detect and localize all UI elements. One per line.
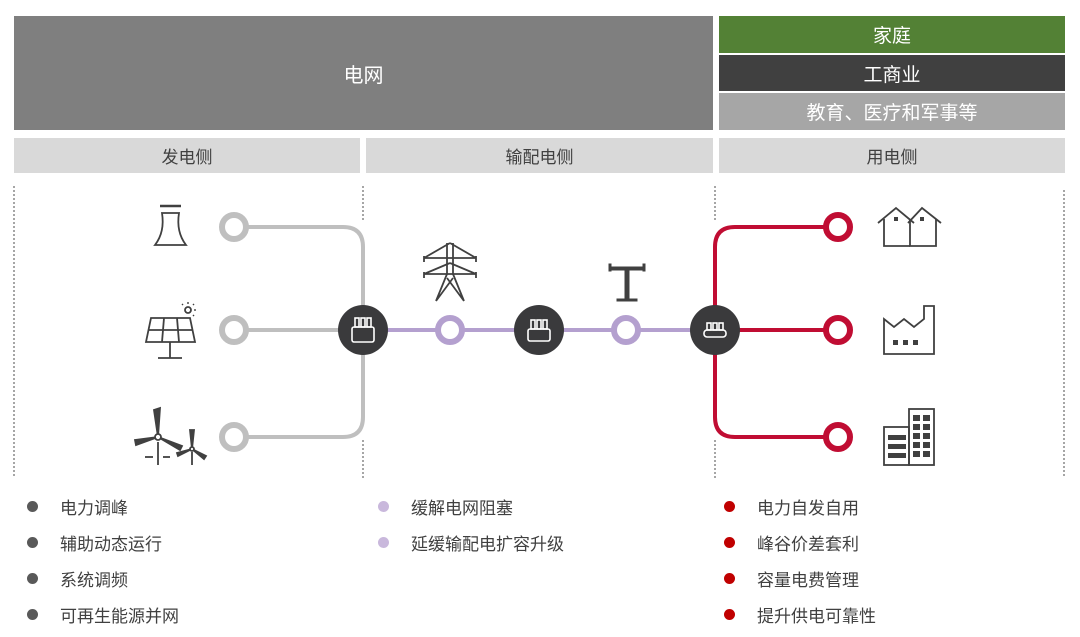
list-item-text: 峰谷价差套利 [757,534,859,555]
houses-icon [877,206,942,247]
transmission-benefits-list: 缓解电网阻塞 延缓输配电扩容升级 [378,488,564,560]
category-home-label: 家庭 [872,25,911,47]
list-item-text: 辅助动态运行 [60,534,162,555]
list-item: 可再生能源并网 [27,596,179,632]
transmission-tower-icon [423,242,477,302]
list-item-text: 缓解电网阻塞 [411,498,513,519]
generation-benefits-list: 电力调峰 辅助动态运行 系统调频 可再生能源并网 [27,488,179,632]
bullet-icon [27,572,38,584]
ring-node-distribution [611,315,641,345]
ring-node-thermal [219,212,249,242]
category-education-label: 教育、医疗和军事等 [806,102,978,124]
segment-generation: 发电侧 [14,138,360,173]
wind-turbine-icon [133,406,208,465]
list-item: 电力自发自用 [724,488,876,524]
bullet-icon [378,500,389,512]
storage-node-generation [338,305,388,355]
list-item: 提升供电可靠性 [724,596,876,632]
segment-generation-label: 发电侧 [161,148,213,168]
list-item: 电力调峰 [27,488,179,524]
cooling-tower-icon [153,204,188,246]
separators [13,186,1065,478]
list-item-text: 系统调频 [60,570,128,591]
office-building-icon [883,408,935,466]
segment-transmission: 输配电侧 [366,138,713,173]
factory-icon [883,305,935,355]
list-item: 延缓输配电扩容升级 [378,524,564,560]
ring-nodes [219,212,853,452]
solar-panel-icon [144,302,197,359]
list-item-text: 容量电费管理 [757,570,859,591]
list-item-text: 电力自发自用 [757,498,859,519]
utility-pole-icon [608,263,646,302]
ring-node-commercial [823,315,853,345]
list-item-text: 可再生能源并网 [60,606,179,627]
battery-storage-icon [527,319,551,342]
ring-node-wind [219,422,249,452]
bullet-icon [724,536,735,548]
category-commercial-label: 工商业 [863,63,921,86]
storage-node-consumption [690,305,740,355]
storage-node-transmission [514,305,564,355]
grid-header: 电网 [14,16,713,130]
segment-consumption: 用电侧 [719,138,1065,173]
list-item: 峰谷价差套利 [724,524,876,560]
bullet-icon [724,500,735,512]
category-home: 家庭 [719,16,1065,53]
category-education: 教育、医疗和军事等 [719,93,1065,130]
bullet-icon [378,536,389,548]
battery-storage-icon [351,317,375,343]
list-item: 系统调频 [27,560,179,596]
list-item: 容量电费管理 [724,560,876,596]
bullet-icon [27,608,38,620]
ring-node-transmission [435,315,465,345]
ring-node-solar [219,315,249,345]
list-item: 辅助动态运行 [27,524,179,560]
consumption-benefits-list: 电力自发自用 峰谷价差套利 容量电费管理 提升供电可靠性 [724,488,876,632]
bullet-icon [724,572,735,584]
list-item-text: 提升供电可靠性 [757,606,876,627]
segment-transmission-label: 输配电侧 [505,148,574,168]
list-item-text: 延缓输配电扩容升级 [411,534,564,555]
bullet-icon [27,536,38,548]
battery-storage-icon [703,322,727,338]
list-item-text: 电力调峰 [60,498,128,519]
bullet-icon [724,608,735,620]
bullet-icon [27,500,38,512]
list-item: 缓解电网阻塞 [378,488,564,524]
ring-node-home [823,212,853,242]
ring-node-institution [823,422,853,452]
segment-consumption-label: 用电侧 [866,148,918,168]
grid-label: 电网 [343,62,384,87]
category-commercial: 工商业 [719,55,1065,91]
